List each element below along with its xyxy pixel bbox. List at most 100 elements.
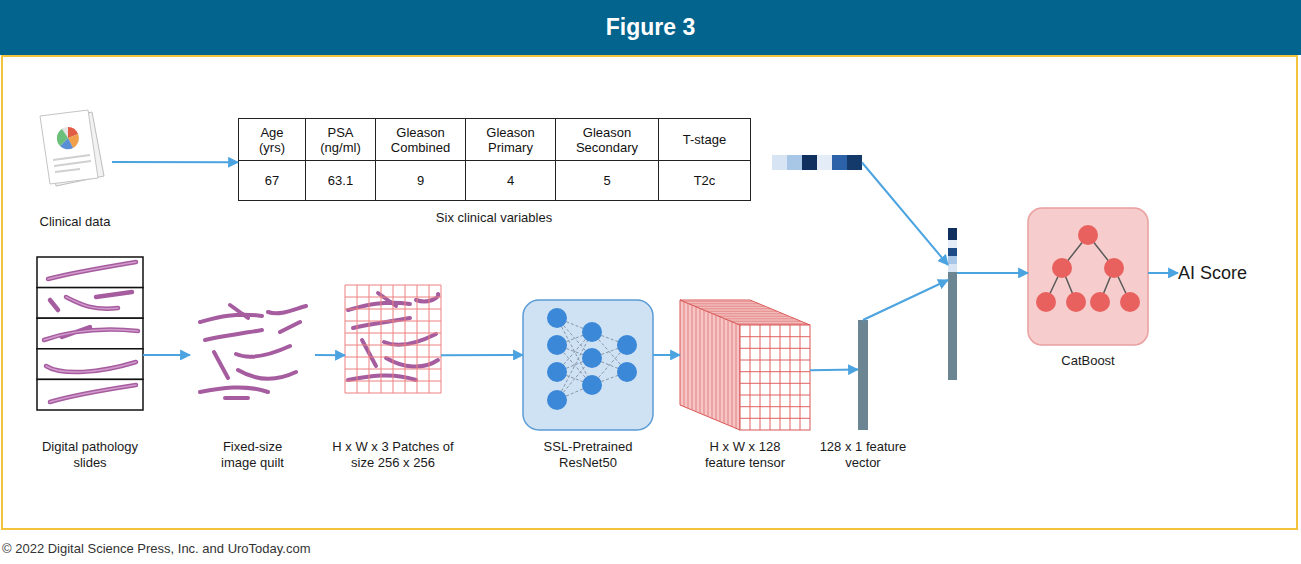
table-value-cell: 9 — [375, 160, 466, 201]
tree-node — [1052, 258, 1072, 278]
vector-cell — [832, 155, 847, 170]
slide — [37, 257, 143, 288]
slide — [37, 318, 143, 349]
neuron — [547, 335, 567, 355]
clinical-variables-table: Six clinical variablesAge (yrs)PSA (ng/m… — [238, 118, 750, 200]
resnet-box: SSL-Pretrained ResNet50 — [523, 300, 653, 430]
table-value-cell: 67 — [238, 160, 306, 201]
node-caption: CatBoost — [1061, 353, 1114, 369]
flow-arrow — [315, 354, 345, 356]
vector-cell — [817, 155, 832, 170]
table-header-cell: Gleason Combined — [375, 118, 466, 161]
tensor-grid — [740, 325, 810, 430]
clinical-feature-vector — [772, 155, 862, 170]
neuron — [547, 390, 567, 410]
flow-arrow — [810, 369, 858, 372]
neuron — [582, 375, 602, 395]
vector-cell — [802, 155, 817, 170]
pie-slice — [68, 134, 79, 148]
tensor-side — [680, 300, 740, 430]
patch-grid-lines — [345, 285, 441, 393]
network-box — [523, 300, 653, 430]
flow-arrow — [862, 163, 948, 265]
node-caption: Six clinical variables — [436, 210, 552, 226]
slide — [37, 288, 143, 319]
image-quilt: Fixed-size image quilt — [190, 300, 315, 405]
flow-arrow — [1148, 272, 1178, 274]
ai-score-output: AI Score — [1178, 261, 1278, 285]
pie-slice — [60, 138, 73, 149]
node-caption: Digital pathology slides — [30, 439, 150, 471]
vector-cell — [948, 264, 957, 272]
document-sheet — [40, 110, 98, 184]
flow-arrow — [143, 354, 190, 356]
tissue — [44, 262, 138, 402]
vector-cell — [948, 272, 957, 380]
table-header-cell: Gleason Secondary — [555, 118, 659, 161]
flow-arrow — [957, 272, 1028, 274]
network-connections — [557, 318, 627, 400]
node-caption: Fixed-size image quilt — [210, 439, 295, 471]
table-header-cell: Gleason Primary — [465, 118, 556, 161]
table-value-cell: 4 — [465, 160, 556, 201]
neuron — [617, 362, 637, 382]
flow-arrow — [112, 161, 238, 163]
copyright-note: © 2022 Digital Science Press, Inc. and U… — [2, 541, 310, 557]
node-caption: H x W x 128 feature tensor — [695, 439, 795, 471]
vector-cell — [948, 248, 957, 256]
neuron — [547, 308, 567, 328]
table-header-cell: T-stage — [658, 118, 751, 161]
tree-branches — [1046, 235, 1130, 302]
table-value-cell: 5 — [555, 160, 659, 201]
pie-chart — [57, 127, 79, 149]
tree-node — [1066, 292, 1086, 312]
patch-grid: H x W x 3 Patches of size 256 x 256 — [345, 285, 441, 393]
tensor-top — [680, 300, 810, 325]
tensor-slices — [684, 302, 806, 429]
feature-vector-bar: 128 x 1 feature vector — [858, 320, 868, 430]
table-header-cell: PSA (ng/ml) — [305, 118, 376, 161]
slide — [37, 379, 143, 410]
tissue — [200, 305, 306, 398]
tree-node — [1078, 225, 1098, 245]
tensor-front — [740, 325, 810, 430]
header-bar: Figure 3 — [0, 0, 1301, 55]
neuron — [582, 348, 602, 368]
tree-node — [1090, 292, 1110, 312]
table-header-cell: Age (yrs) — [238, 118, 306, 161]
flow-arrow — [863, 280, 948, 320]
feature-bar — [858, 320, 868, 430]
tissue — [44, 262, 138, 402]
vector-cell — [948, 240, 957, 248]
table-value-cell: 63.1 — [305, 160, 376, 201]
document-sheet — [44, 112, 104, 186]
node-caption: 128 x 1 feature vector — [817, 439, 909, 471]
node-caption: SSL-Pretrained ResNet50 — [533, 439, 643, 471]
table-value-cell: T2c — [658, 160, 751, 201]
pie-slice — [57, 129, 68, 146]
vector-cell — [948, 256, 957, 264]
node-caption: Clinical data — [40, 214, 111, 230]
flow-arrow — [653, 354, 680, 356]
node-caption: H x W x 3 Patches of size 256 x 256 — [331, 439, 456, 471]
output-label: AI Score — [1178, 261, 1247, 285]
tissue — [348, 293, 438, 380]
model-box — [1028, 208, 1148, 345]
feature-tensor: H x W x 128 feature tensor — [680, 300, 810, 430]
neuron — [617, 335, 637, 355]
vector-cell — [772, 155, 787, 170]
neuron — [582, 322, 602, 342]
tree-node — [1120, 292, 1140, 312]
tree-node — [1104, 258, 1124, 278]
vector-cell — [787, 155, 802, 170]
concatenated-vector — [948, 228, 957, 380]
clinical-data-icon: Clinical data — [38, 108, 112, 190]
vector-cell — [847, 155, 862, 170]
catboost-model: CatBoost — [1028, 208, 1148, 345]
neuron — [547, 362, 567, 382]
flow-arrow — [441, 354, 523, 356]
pathology-slides: Digital pathology slides — [37, 257, 143, 410]
